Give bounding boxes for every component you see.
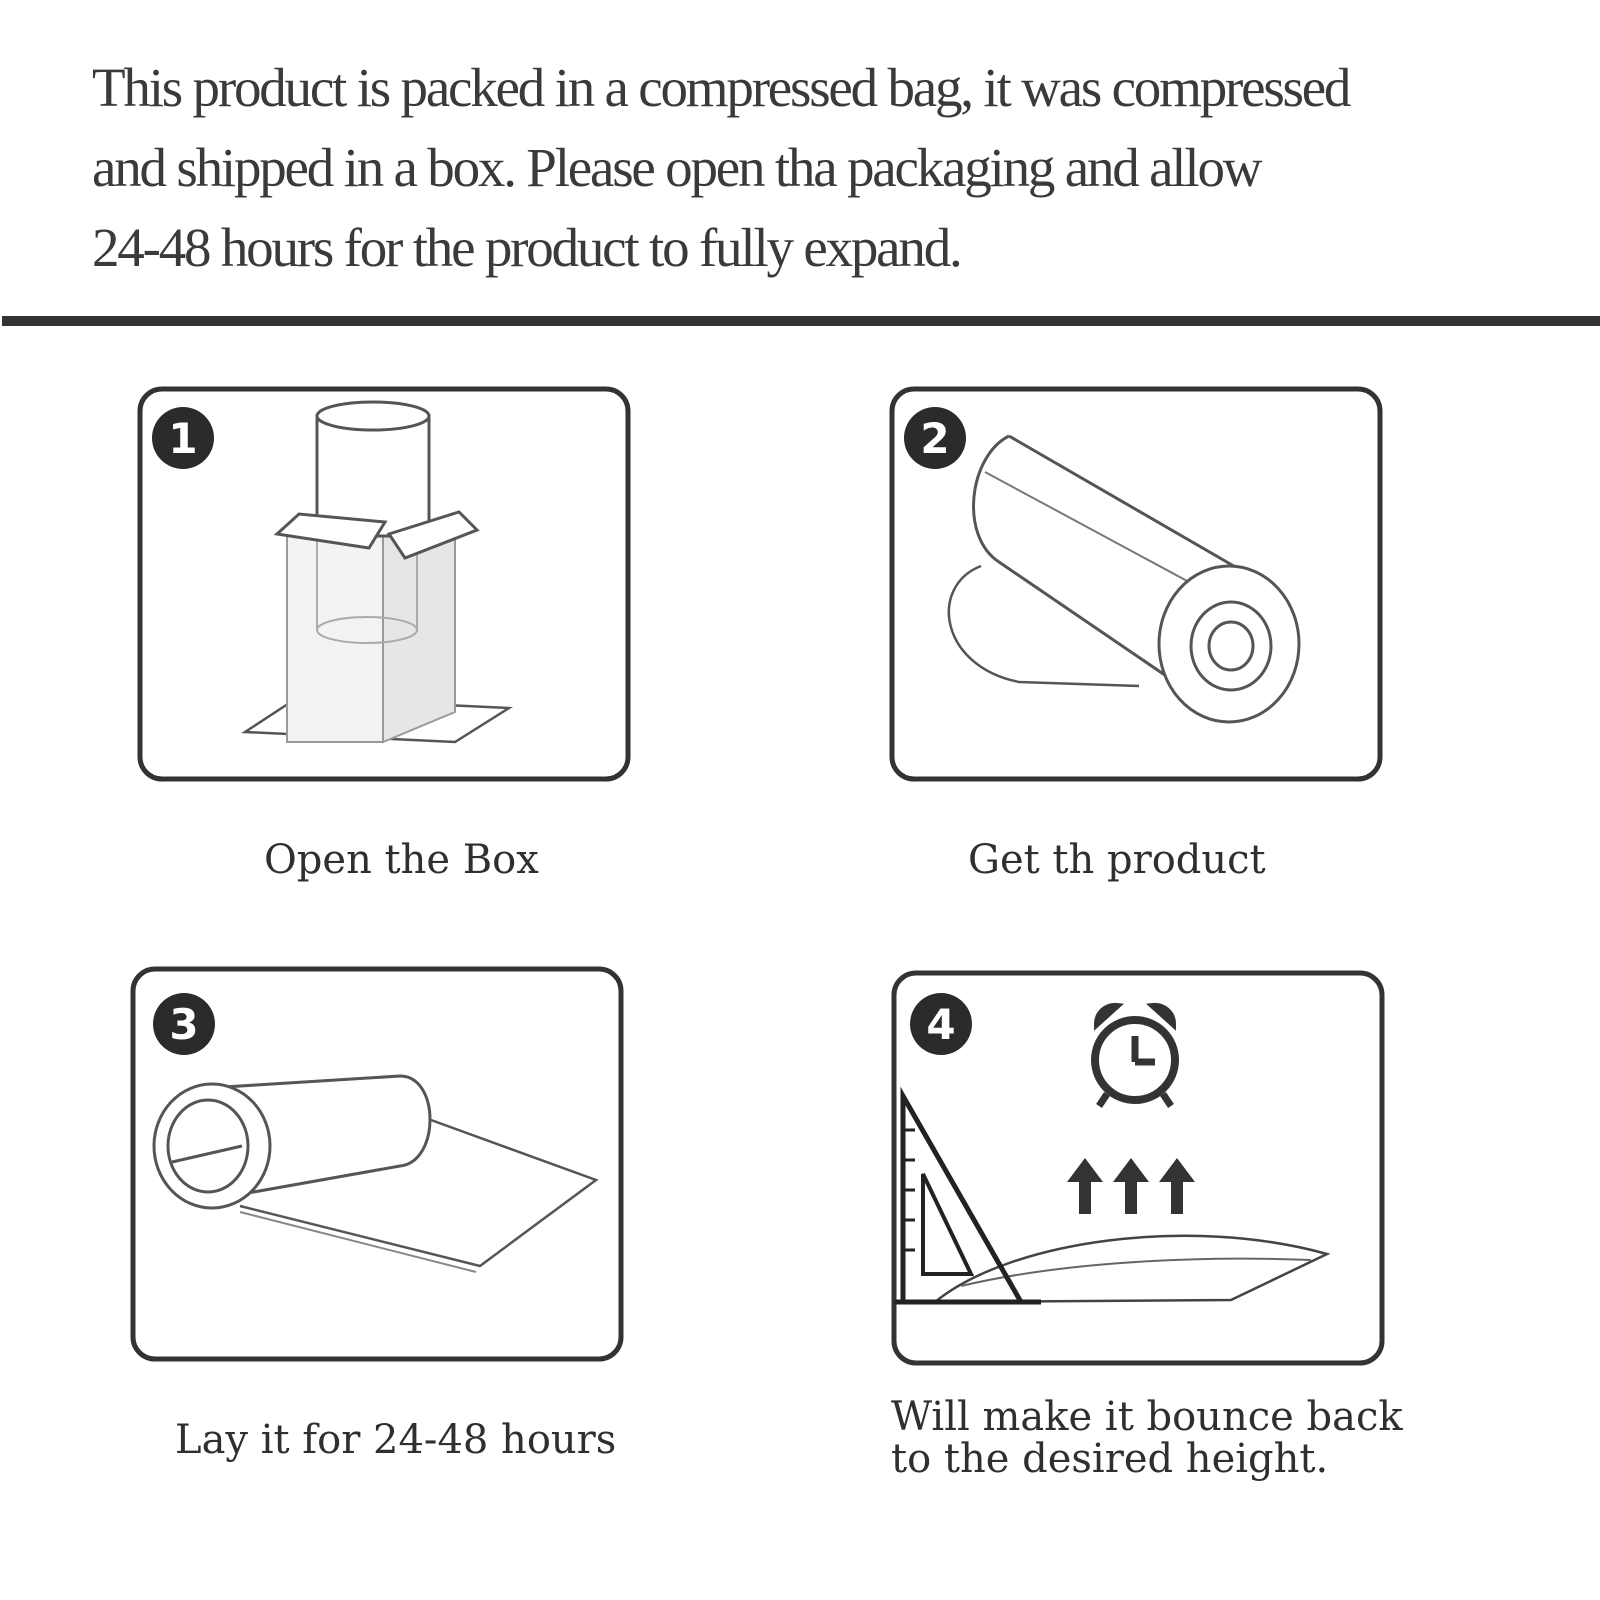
set-square-icon [895,1086,1041,1305]
step-1-panel: 1 [137,386,631,782]
step-3-panel: 3 [130,966,624,1362]
step-4-caption-line-1: Will make it bounce back [891,1394,1403,1440]
step-2-badge [904,407,966,469]
intro-line-3: 24-48 hours for the product to fully exp… [92,217,963,278]
alarm-clock-icon [1091,1002,1179,1108]
intro-line-1: This product is packed in a compressed b… [92,57,1351,118]
step-4-caption: Will make it bounce back to the desired … [891,1396,1403,1480]
intro-text: This product is packed in a compressed b… [92,48,1572,288]
step-4-panel: 4 [891,970,1385,1366]
rolled-product-illustration: 2 [889,386,1383,782]
box-unpacking-illustration: 1 [137,386,631,782]
step-2-caption: Get th product [968,837,1266,883]
step-1-caption: Open the Box [264,837,539,883]
step-3-badge [153,993,215,1055]
expanding-product-illustration: 4 [891,970,1385,1366]
step-4-caption-line-2: to the desired height. [891,1436,1329,1482]
up-arrows-icon [1067,1158,1195,1214]
step-2-number: 2 [920,414,949,463]
section-divider [2,316,1600,326]
step-1-number: 1 [168,414,197,463]
step-4-badge [910,993,972,1055]
step-3-caption: Lay it for 24-48 hours [175,1417,617,1463]
intro-line-2: and shipped in a box. Please open tha pa… [92,137,1262,198]
step-2-panel: 2 [889,386,1383,782]
unrolling-product-illustration: 3 [130,966,624,1362]
step-4-number: 4 [926,1000,955,1049]
step-3-number: 3 [169,1000,198,1049]
step-1-badge [152,407,214,469]
